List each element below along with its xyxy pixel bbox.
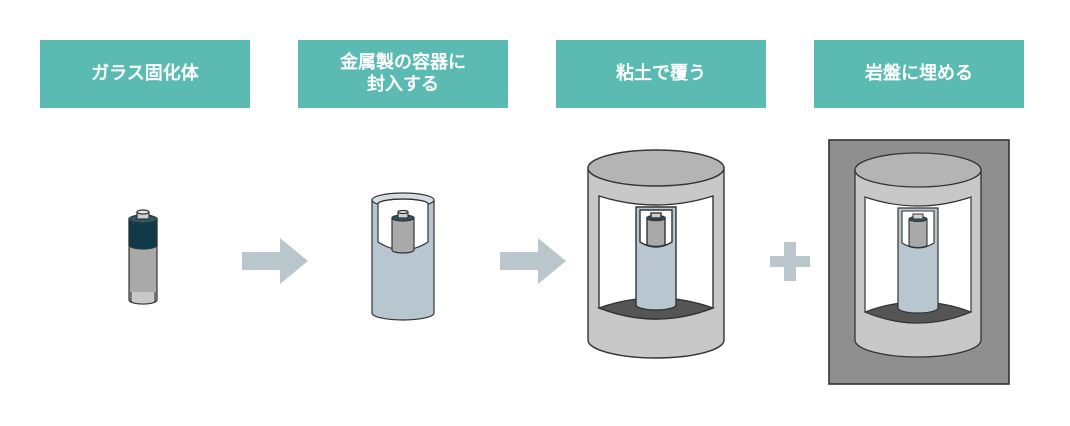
- step-label-metal-container: 金属製の容器に 封入する: [298, 40, 508, 108]
- step-label-clay-buffer: 粘土で覆う: [556, 40, 766, 108]
- clay-buffer-cutaway: [587, 149, 725, 359]
- metal-container-cutaway: [371, 192, 435, 321]
- arrow-icon: [242, 238, 308, 284]
- step-label-vitrified-waste: ガラス固化体: [40, 40, 250, 108]
- bedrock-cutaway: [828, 139, 1010, 385]
- vitrified-waste-canister: [128, 209, 158, 305]
- arrow-icon: [500, 238, 566, 284]
- step-label-bedrock: 岩盤に埋める: [814, 40, 1024, 108]
- plus-icon: [770, 242, 810, 281]
